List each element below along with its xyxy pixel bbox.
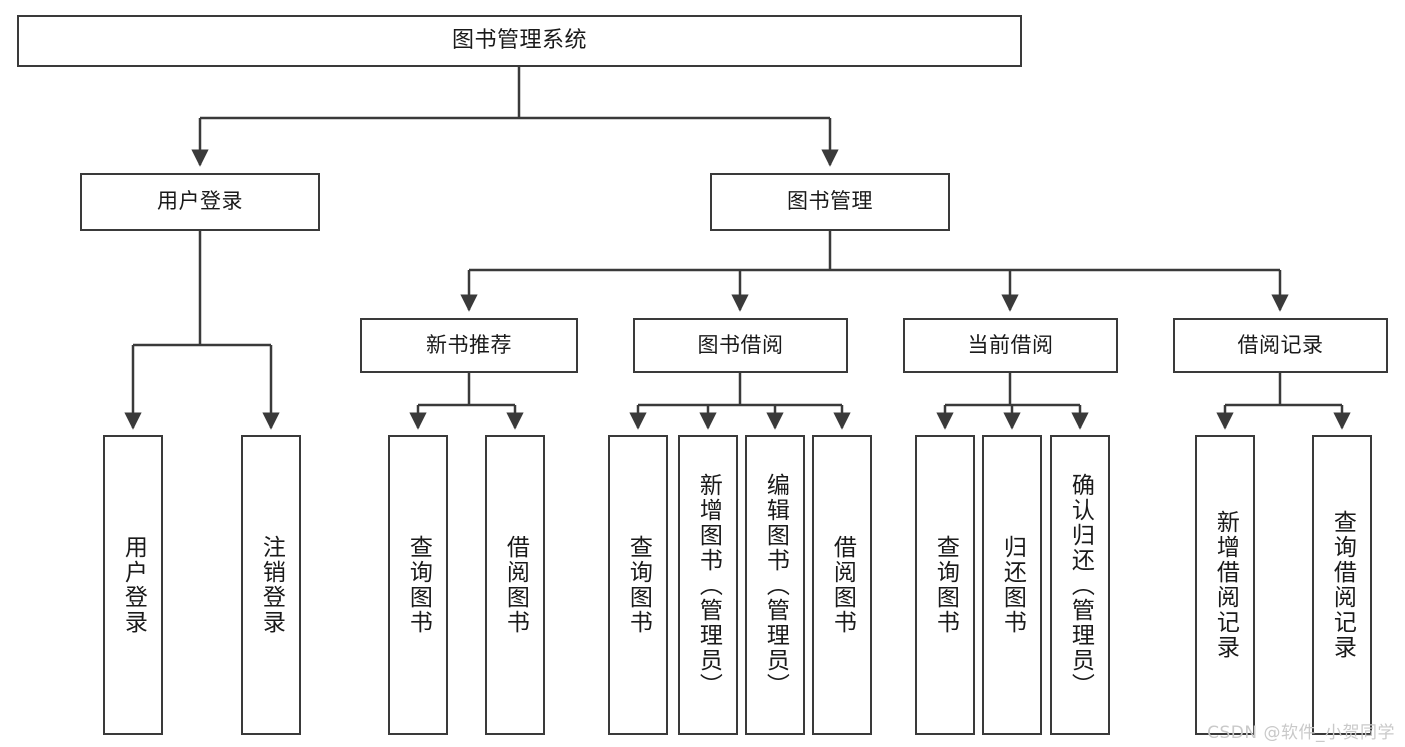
node-new-book-recommend[interactable]: 新书推荐	[360, 318, 578, 373]
node-label: 查询图书	[405, 535, 432, 635]
node-borrow-record[interactable]: 借阅记录	[1173, 318, 1388, 373]
node-label: 查询图书	[932, 535, 959, 635]
node-leaf-add-book-admin[interactable]: 新增图书（管理员）	[678, 435, 738, 735]
node-leaf-query-books-recommend[interactable]: 查询图书	[388, 435, 448, 735]
node-leaf-edit-book-admin[interactable]: 编辑图书（管理员）	[745, 435, 805, 735]
node-label: 借阅图书	[502, 535, 529, 635]
node-leaf-return-books[interactable]: 归还图书	[982, 435, 1042, 735]
csdn-watermark: CSDN @软件_小贺同学	[1207, 723, 1395, 743]
node-label: 借阅图书	[829, 535, 856, 635]
node-label: 新增借阅记录	[1212, 510, 1239, 660]
node-label: 用户登录	[120, 535, 147, 635]
node-label: 编辑图书（管理员）	[762, 472, 789, 698]
node-leaf-add-borrow-record[interactable]: 新增借阅记录	[1195, 435, 1255, 735]
node-leaf-user-login[interactable]: 用户登录	[103, 435, 163, 735]
node-leaf-user-logout[interactable]: 注销登录	[241, 435, 301, 735]
node-label: 新增图书（管理员）	[695, 472, 722, 698]
node-label: 归还图书	[999, 535, 1026, 635]
node-label: 查询图书	[625, 535, 652, 635]
node-book-borrow[interactable]: 图书借阅	[633, 318, 848, 373]
node-label: 查询借阅记录	[1329, 510, 1356, 660]
node-leaf-confirm-return-admin[interactable]: 确认归还（管理员）	[1050, 435, 1110, 735]
node-leaf-query-books-current[interactable]: 查询图书	[915, 435, 975, 735]
node-leaf-borrow-books[interactable]: 借阅图书	[812, 435, 872, 735]
node-root-system[interactable]: 图书管理系统	[17, 15, 1022, 67]
node-leaf-borrow-books-recommend[interactable]: 借阅图书	[485, 435, 545, 735]
node-current-borrow[interactable]: 当前借阅	[903, 318, 1118, 373]
node-book-manage[interactable]: 图书管理	[710, 173, 950, 231]
node-user-login[interactable]: 用户登录	[80, 173, 320, 231]
node-leaf-query-books-borrow[interactable]: 查询图书	[608, 435, 668, 735]
node-label: 注销登录	[258, 535, 285, 635]
node-leaf-query-borrow-record[interactable]: 查询借阅记录	[1312, 435, 1372, 735]
node-label: 确认归还（管理员）	[1067, 472, 1094, 698]
